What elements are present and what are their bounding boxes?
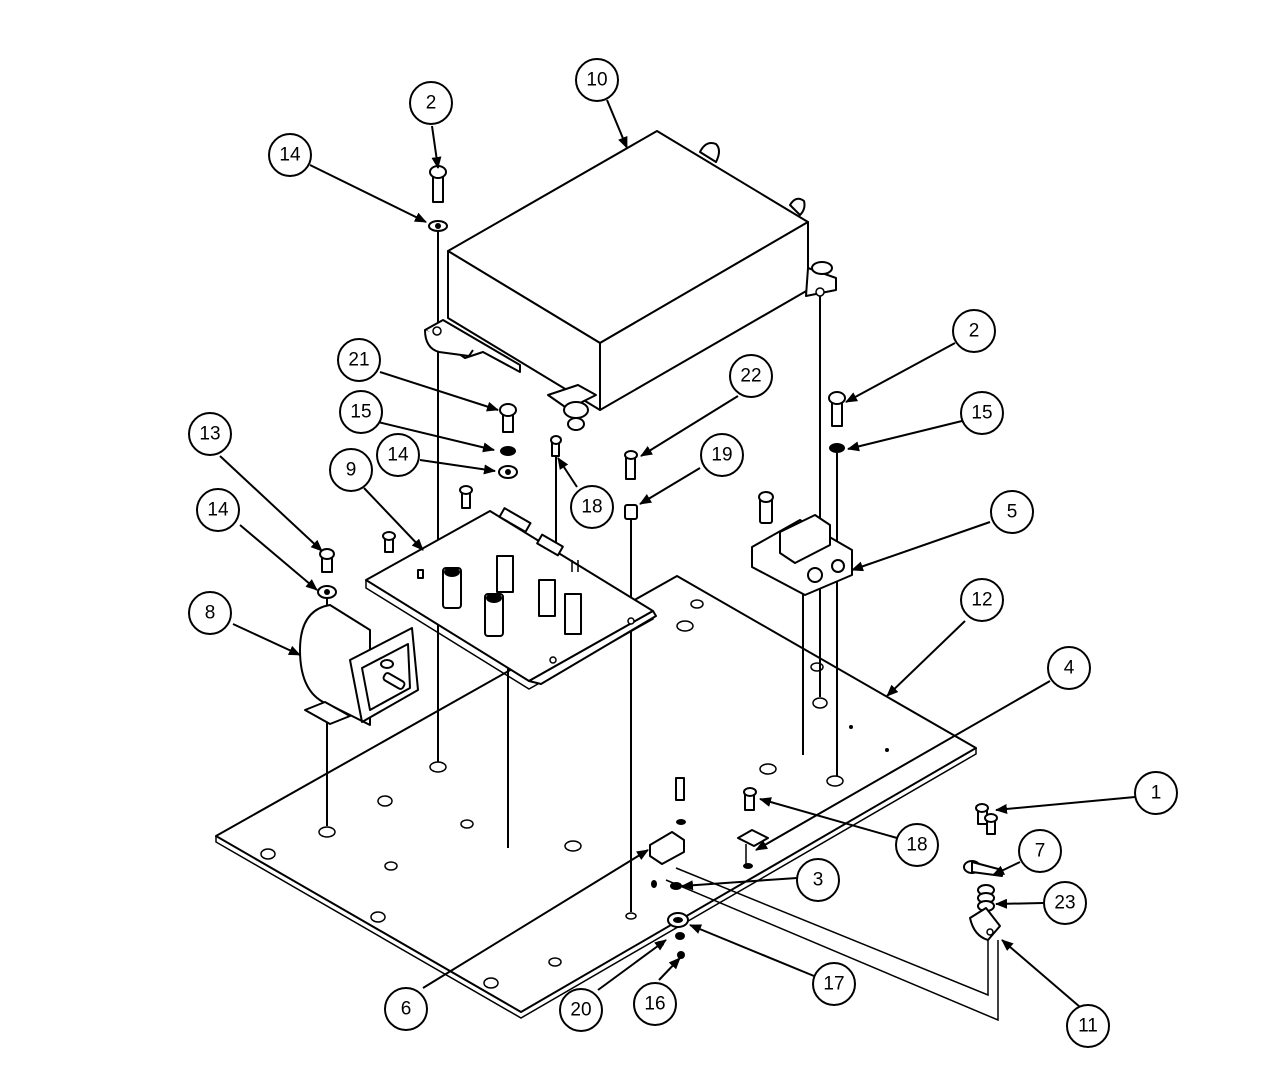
item-balloon: 14 [268, 133, 312, 177]
svg-text:10: 10 [586, 70, 607, 91]
circuit-board [365, 507, 657, 690]
item-balloon: 18 [895, 823, 939, 867]
svg-text:3: 3 [813, 870, 824, 891]
plate-holes [260, 599, 889, 989]
item-balloon: 21 [337, 338, 381, 382]
svg-text:23: 23 [1054, 893, 1075, 914]
item-balloon: 17 [812, 962, 856, 1006]
item-balloon: 8 [188, 591, 232, 635]
item-balloon: 15 [339, 390, 383, 434]
item-balloon: 14 [196, 488, 240, 532]
item-balloon: 13 [188, 412, 232, 456]
svg-text:18: 18 [581, 497, 602, 518]
svg-text:14: 14 [279, 145, 301, 166]
svg-text:2: 2 [426, 93, 437, 114]
svg-text:11: 11 [1078, 1016, 1098, 1037]
svg-text:15: 15 [350, 402, 371, 423]
svg-text:1: 1 [1151, 783, 1162, 804]
item-balloon: 1 [1134, 771, 1178, 815]
item-balloon: 10 [575, 58, 619, 102]
svg-text:20: 20 [570, 1000, 591, 1021]
item-balloon: 2 [952, 309, 996, 353]
item-balloon: 3 [796, 858, 840, 902]
item-balloon: 11 [1066, 1004, 1110, 1048]
item-balloon: 2 [409, 81, 453, 125]
item-balloon: 16 [633, 982, 677, 1026]
svg-text:8: 8 [205, 603, 216, 624]
power-connector [299, 604, 419, 726]
svg-text:2: 2 [969, 321, 980, 342]
item-balloon: 15 [960, 391, 1004, 435]
item-balloon: 20 [559, 988, 603, 1032]
svg-text:9: 9 [346, 460, 357, 481]
item-balloons: 10 2 14 2 15 21 22 15 14 13 19 9 18 14 5… [188, 58, 1178, 1048]
svg-text:4: 4 [1064, 658, 1075, 679]
svg-text:18: 18 [906, 835, 927, 856]
item-balloon: 5 [990, 490, 1034, 534]
item-balloon: 18 [570, 485, 614, 529]
item-balloon: 14 [376, 433, 420, 477]
enclosure-box [424, 130, 837, 431]
item-balloon: 12 [960, 578, 1004, 622]
svg-text:12: 12 [971, 590, 992, 611]
item-balloon: 7 [1018, 829, 1062, 873]
svg-text:21: 21 [348, 350, 369, 371]
item-balloon: 9 [329, 448, 373, 492]
svg-text:19: 19 [711, 445, 732, 466]
svg-text:13: 13 [199, 424, 220, 445]
svg-text:16: 16 [644, 994, 665, 1015]
item-balloon: 22 [729, 354, 773, 398]
svg-text:7: 7 [1035, 841, 1046, 862]
item-balloon: 19 [700, 433, 744, 477]
leader-lines [219, 99, 1136, 1008]
svg-text:5: 5 [1007, 502, 1018, 523]
svg-text:15: 15 [971, 403, 992, 424]
board-components [442, 507, 582, 637]
svg-text:14: 14 [207, 500, 229, 521]
fasteners [317, 165, 1003, 1022]
terminal-block [751, 491, 853, 596]
svg-text:17: 17 [823, 974, 844, 995]
item-balloon: 23 [1043, 881, 1087, 925]
item-balloon: 6 [384, 987, 428, 1031]
svg-text:22: 22 [740, 366, 761, 387]
svg-text:6: 6 [401, 999, 412, 1020]
svg-text:14: 14 [387, 445, 409, 466]
item-balloon: 4 [1047, 646, 1091, 690]
